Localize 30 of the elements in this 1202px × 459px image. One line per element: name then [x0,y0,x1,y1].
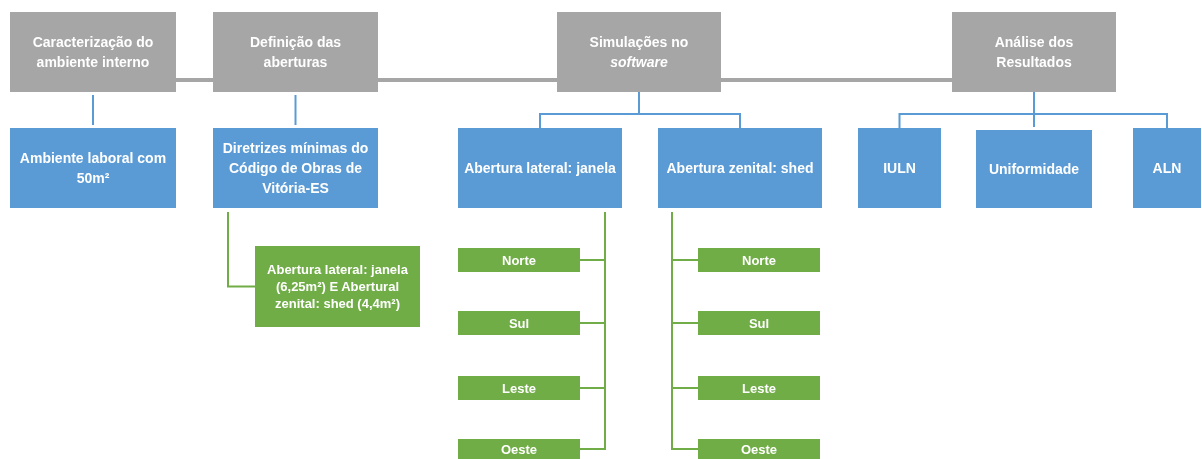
option-box: Sul [458,311,580,335]
option-box: Norte [458,248,580,272]
category-box: Ambiente laboral com 50m² [10,128,176,208]
stage-box: Simulações no software [557,12,721,92]
connector-line [638,91,741,129]
connector-line [721,78,952,82]
category-box: ALN [1133,128,1201,208]
option-box: Leste [458,376,580,400]
category-box: Diretrizes mínimas do Código de Obras de Vitória-ES [213,128,378,208]
option-box: Oeste [458,439,580,459]
connector-line [1033,91,1168,129]
option-box: Oeste [698,439,820,459]
stage-box: Definição das aberturas [213,12,378,92]
category-box: IULN [858,128,941,208]
stage-box: Análise dos Resultados [952,12,1116,92]
category-box: Abertura zenital: shed [658,128,822,208]
stage-box: Caracterização do ambiente interno [10,12,176,92]
connector-line [294,94,297,126]
connector-line [227,211,256,288]
connector-line [579,211,606,450]
option-box: Norte [698,248,820,272]
connector-line [671,211,699,450]
connector-line [176,78,213,82]
connector-line [378,78,557,82]
option-box: Abertura lateral: janela (6,25m²) E Abertural zenital: shed (4,4m²) [255,246,420,327]
category-box: Abertura lateral: janela [458,128,622,208]
connector-line [92,94,94,126]
option-box: Sul [698,311,820,335]
option-box: Leste [698,376,820,400]
category-box: Uniformidade [976,130,1092,208]
